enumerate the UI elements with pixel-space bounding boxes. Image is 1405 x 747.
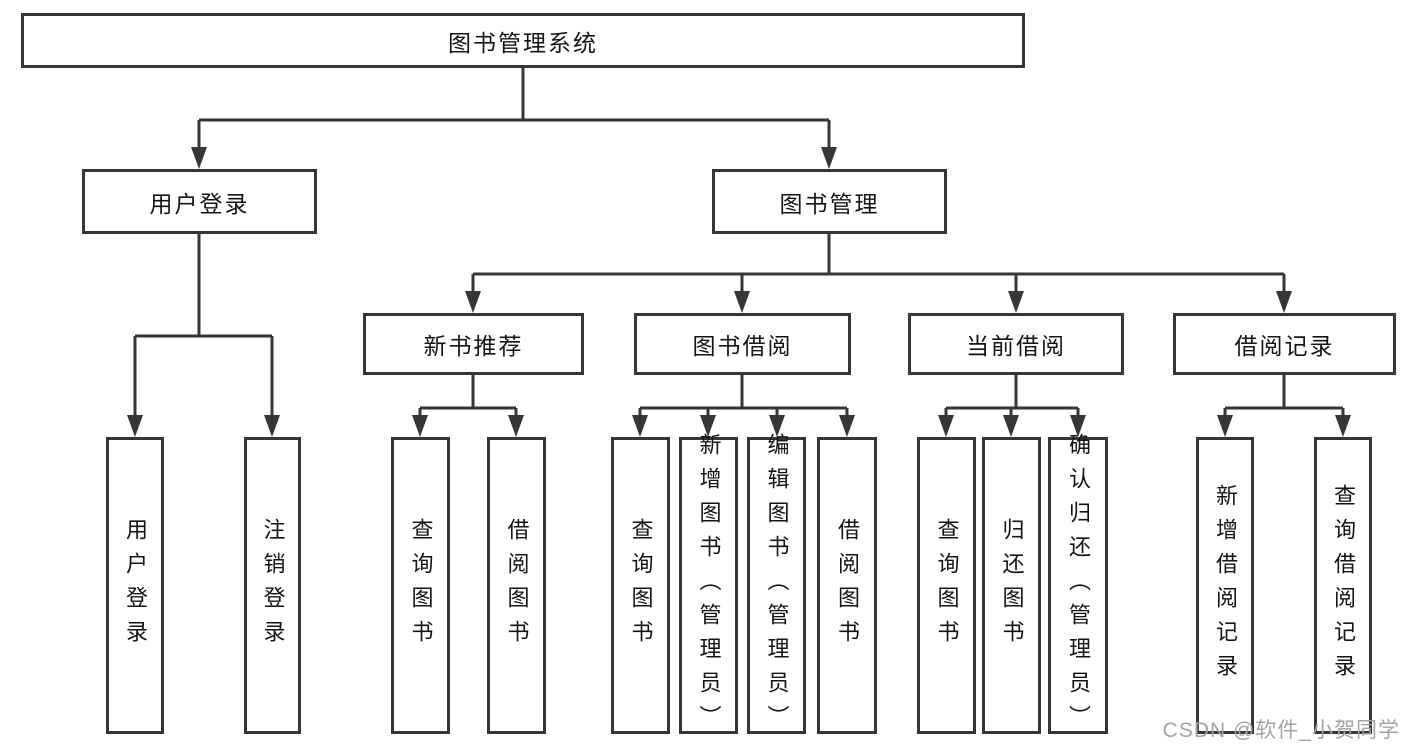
- leaf-borrow-books-1-label: 借阅图书: [504, 517, 530, 654]
- leaf-user-login-label: 用户登录: [123, 517, 148, 654]
- node-new-book-recommend: 新书推荐: [363, 313, 584, 375]
- leaf-edit-book-admin-label: 编辑图书（管理员）: [764, 432, 790, 739]
- node-current-borrow: 当前借阅: [908, 313, 1124, 375]
- leaf-return-book-label: 归还图书: [999, 517, 1025, 654]
- leaf-add-book-admin: 新增图书（管理员）: [679, 433, 738, 739]
- leaf-add-borrow-record: 新增借阅记录: [1196, 437, 1254, 734]
- leaf-query-books-3-label: 查询图书: [934, 517, 960, 654]
- node-book-borrowing-label: 图书借阅: [692, 333, 793, 359]
- leaf-user-login: 用户登录: [106, 437, 164, 734]
- leaf-borrow-books-2-label: 借阅图书: [835, 517, 860, 654]
- leaf-add-borrow-record-label: 新增借阅记录: [1213, 483, 1238, 688]
- node-borrow-records-label: 借阅记录: [1234, 333, 1335, 359]
- csdn-watermark: CSDN @软件_小贺同学: [1162, 719, 1400, 742]
- leaf-confirm-return-admin: 确认归还（管理员）: [1048, 433, 1108, 739]
- node-root: 图书管理系统: [21, 13, 1025, 68]
- leaf-logout-label: 注销登录: [260, 517, 286, 654]
- leaf-borrow-books-1: 借阅图书: [487, 437, 546, 734]
- leaf-query-books-3: 查询图书: [917, 437, 976, 734]
- node-borrow-records: 借阅记录: [1173, 313, 1396, 375]
- leaf-query-borrow-record: 查询借阅记录: [1314, 437, 1372, 734]
- node-root-label: 图书管理系统: [448, 29, 598, 56]
- node-user-login: 用户登录: [82, 169, 317, 234]
- leaf-query-books-1: 查询图书: [391, 437, 450, 734]
- node-user-login-label: 用户登录: [149, 190, 250, 217]
- leaf-borrow-books-2: 借阅图书: [817, 437, 877, 734]
- leaf-query-books-1-label: 查询图书: [408, 517, 434, 654]
- leaf-confirm-return-admin-label: 确认归还（管理员）: [1066, 432, 1091, 739]
- node-book-management: 图书管理: [712, 169, 947, 234]
- leaf-logout: 注销登录: [244, 437, 301, 734]
- leaf-edit-book-admin: 编辑图书（管理员）: [747, 433, 806, 739]
- node-book-management-label: 图书管理: [779, 190, 880, 217]
- leaf-return-book: 归还图书: [982, 437, 1041, 734]
- node-new-book-recommend-label: 新书推荐: [423, 333, 524, 359]
- arrowheads: [127, 147, 1351, 437]
- leaf-query-books-2: 查询图书: [611, 437, 670, 734]
- leaf-query-books-2-label: 查询图书: [628, 517, 654, 654]
- leaf-query-borrow-record-label: 查询借阅记录: [1331, 483, 1356, 688]
- node-book-borrowing: 图书借阅: [634, 313, 851, 375]
- node-current-borrow-label: 当前借阅: [966, 333, 1066, 359]
- leaf-add-book-admin-label: 新增图书（管理员）: [696, 432, 722, 739]
